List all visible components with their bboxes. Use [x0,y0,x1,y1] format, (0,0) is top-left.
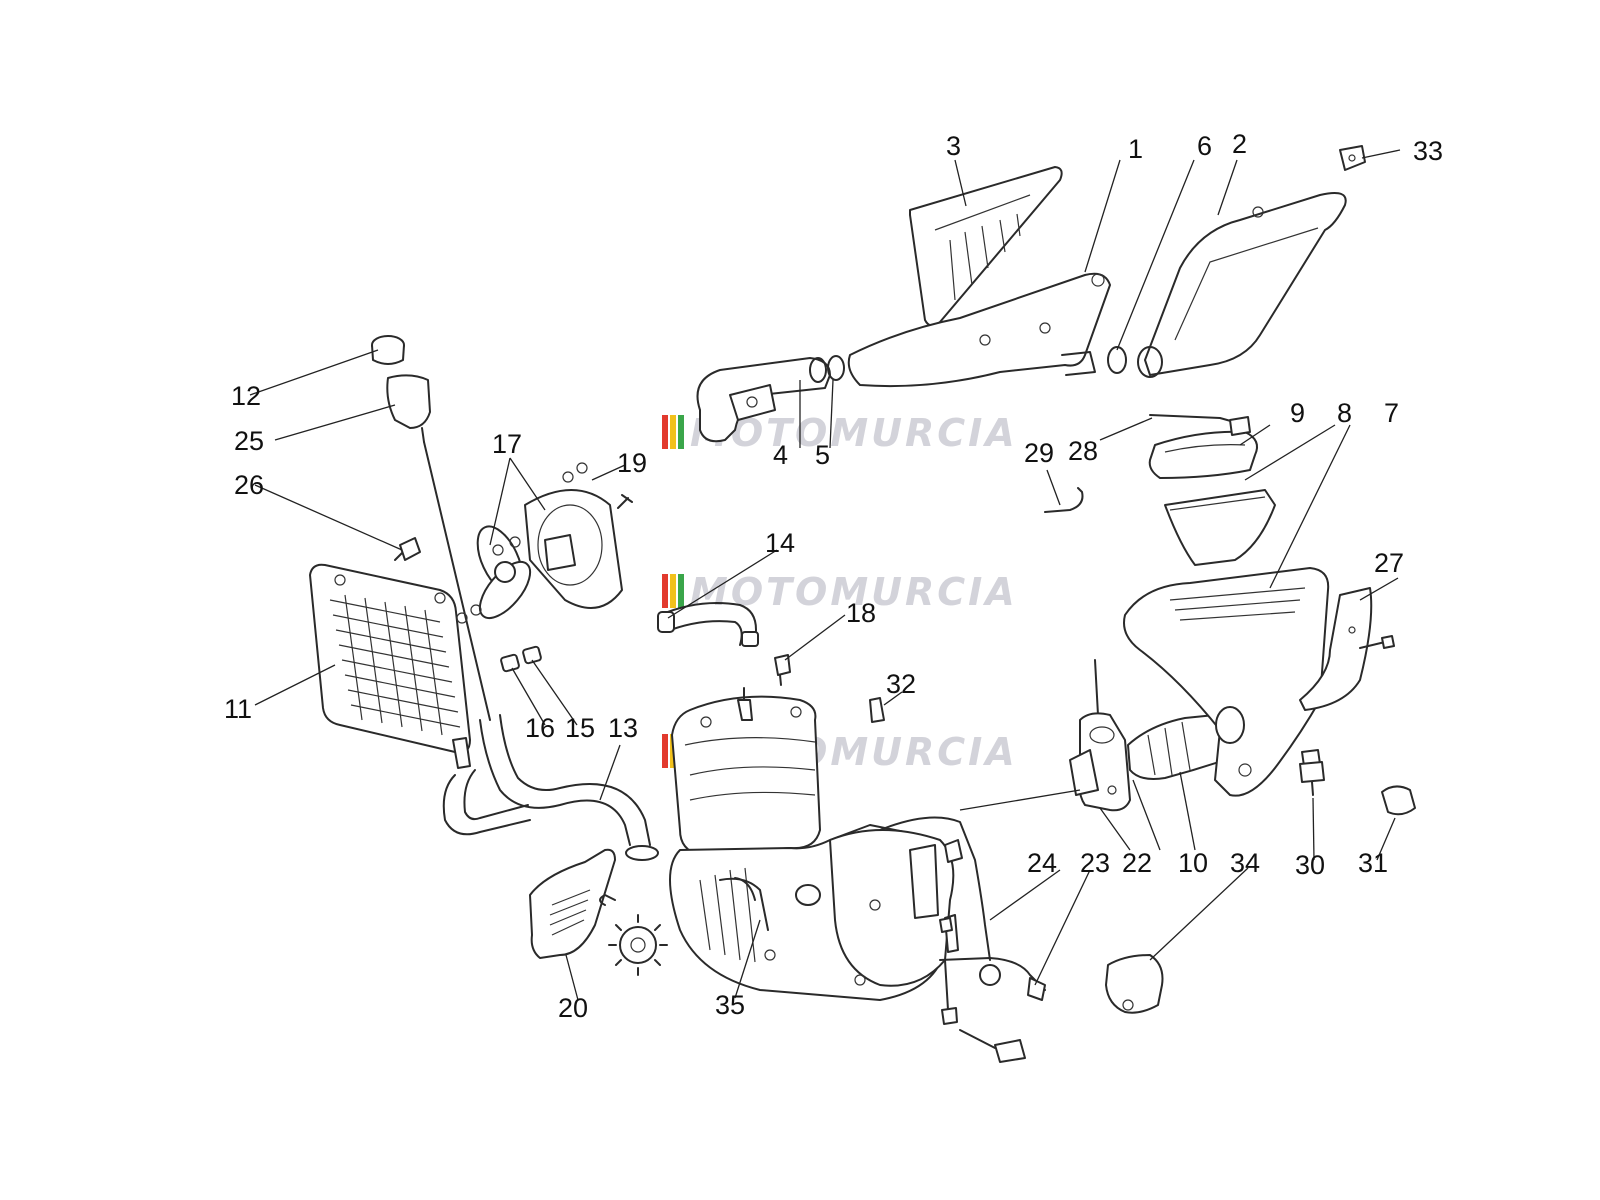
sensor-30-icon [1299,749,1325,796]
callout-14: 14 [765,528,795,558]
gear-lever-icon [879,816,1046,1063]
callout-33: 33 [1413,136,1443,166]
silencer-end-cover-icon [1137,192,1347,378]
clamp-ring-6-icon [1107,346,1127,374]
watermark-stripe-red [662,734,668,768]
grommets-icon [500,645,542,673]
watermark-stripe-yellow [670,574,676,608]
callout-19: 19 [617,448,647,478]
callout-13: 13 [608,713,638,743]
silencer-icon [847,272,1111,388]
callout-16: 16 [525,713,555,743]
callout-35: 35 [715,990,745,1020]
callout-9: 9 [1290,398,1305,428]
callout-28: 28 [1068,436,1098,466]
callout-20: 20 [558,993,588,1023]
expansion-tank-icon [371,335,491,721]
exhaust-pipe-icon [696,355,845,443]
callout-11: 11 [224,694,252,724]
valve-26-icon [394,537,421,561]
cooling-fan-icon [456,462,633,624]
air-filter-element-icon [1164,489,1276,566]
callout-17: 17 [492,429,522,459]
callout-5: 5 [815,440,830,470]
callout-7: 7 [1384,398,1399,428]
radiator-icon [309,563,471,769]
plug-31-icon [1381,785,1416,816]
callout-8: 8 [1337,398,1352,428]
coolant-hose-13-icon [442,714,659,861]
carburetor-icon [1069,659,1131,812]
callout-23: 23 [1080,848,1110,878]
callout-10: 10 [1178,848,1208,878]
cap-32-icon [869,697,885,723]
callout-1: 1 [1128,134,1143,164]
filter-lid-icon [1148,430,1258,479]
callout-34: 34 [1230,848,1260,878]
retaining-rod-28-icon [1149,414,1251,436]
callout-30: 30 [1295,850,1325,880]
callout-3: 3 [946,131,961,161]
watermark-stripe-red [662,574,668,608]
callout-29: 29 [1024,438,1054,468]
coolant-hose-14-icon [657,601,759,647]
temp-sensor-18-icon [774,654,791,686]
side-bracket-27-icon [1299,587,1395,711]
callout-32: 32 [886,669,916,699]
clip-29-icon [1044,487,1084,513]
watermark-stripe-red [662,415,668,449]
chain-guard-icon [529,848,616,959]
leader-lines [249,149,1401,1001]
callout-2: 2 [1232,129,1247,159]
intake-cover-34-icon [1105,954,1164,1014]
callout-4: 4 [773,440,788,470]
callout-15: 15 [565,713,595,743]
callout-31: 31 [1358,848,1388,878]
callout-12: 12 [231,381,261,411]
callout-18: 18 [846,598,876,628]
watermark-middle: MOTOMURCIA [662,570,1015,614]
engine-block-icon [669,687,963,1001]
callout-27: 27 [1374,548,1404,578]
callout-labels: 1 2 3 4 5 6 7 8 9 10 11 12 13 14 15 16 1… [224,129,1443,1023]
watermark-stripe-yellow [670,415,676,449]
sprocket-icon [599,894,668,976]
callout-26: 26 [234,470,264,500]
intake-manifold-icon [1127,714,1226,780]
watermark-stripe-green [678,574,684,608]
air-filter-box-icon [1123,567,1330,797]
callout-25: 25 [234,426,264,456]
callout-6: 6 [1197,131,1212,161]
bracket-33-icon [1339,145,1366,171]
callout-22: 22 [1122,848,1152,878]
watermark-stripe-green [678,415,684,449]
callout-24: 24 [1027,848,1057,878]
